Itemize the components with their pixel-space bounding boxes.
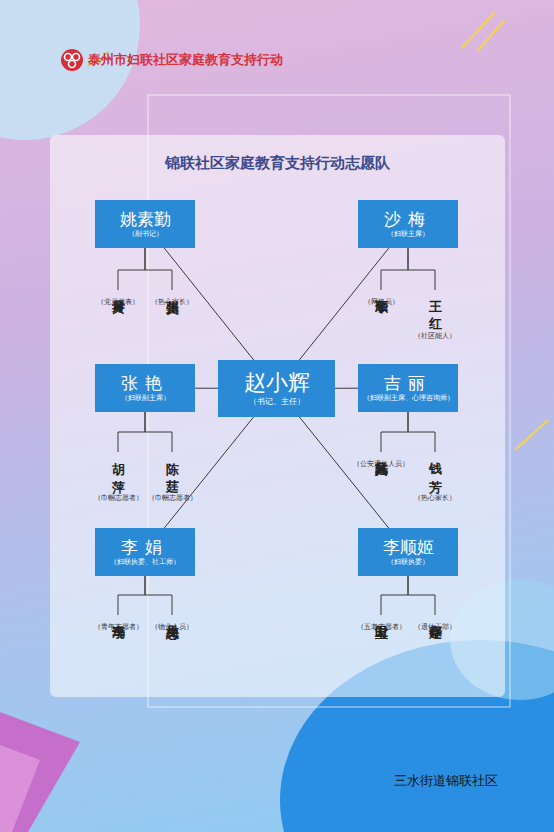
header-text: 泰州市妇联社区家庭教育支持行动: [88, 51, 283, 69]
logo: [69, 61, 76, 68]
role-text: （热心家长）: [414, 494, 456, 503]
member-node: 陈莛 （巾帼志愿者）: [140, 452, 204, 503]
connector-line: [145, 576, 172, 615]
footer-text: 三水街道锦联社区: [394, 772, 498, 790]
role-text: （巾帼志愿者）: [94, 494, 143, 503]
connector-line: [164, 417, 253, 528]
person-name: 钱芳: [428, 452, 442, 486]
corner-triangle: [0, 712, 80, 832]
member-node: 胡萍 （巾帼志愿者）: [86, 452, 150, 503]
role-text: （党员代表）: [97, 298, 139, 307]
connector-line: [408, 248, 435, 290]
person-name: 张艳: [121, 373, 169, 393]
connector-line: [381, 412, 408, 452]
panel: [50, 135, 505, 697]
person-name: 姚素勤: [120, 209, 171, 229]
role-text: （物业人员）: [151, 623, 193, 632]
person-name: 赵小辉: [244, 370, 310, 396]
member-node: 吴忠梅（物业人员）: [140, 615, 204, 632]
connector-line: [195, 388, 218, 389]
leader-box: 沙梅（妇联主席）: [358, 200, 458, 248]
role-text: （副书记）: [128, 229, 163, 239]
leader-box: 李顺姬（妇联执委）: [358, 528, 458, 576]
role-text: （热心家长）: [151, 298, 193, 307]
member-node: 丁顺华（网格员）: [349, 290, 413, 307]
accent-stroke: [462, 12, 495, 48]
role-text: （妇联副主席、心理咨询师）: [363, 393, 454, 403]
role-text: （妇联执委、社工师）: [110, 557, 180, 567]
person-name: 胡萍: [111, 452, 125, 486]
member-node: 王红 （社区能人）: [403, 290, 467, 341]
connector-line: [408, 412, 435, 452]
leader-box: 李娟（妇联执委、社工师）: [95, 528, 195, 576]
role-text: （网格员）: [364, 298, 399, 307]
corner-triangle: [0, 745, 40, 832]
connector-line: [145, 412, 172, 452]
role-text: （青年志愿者）: [94, 623, 143, 632]
connector-line: [118, 412, 145, 452]
member-node: 钱芳 （热心家长）: [403, 452, 467, 503]
role-text: （巾帼志愿者）: [148, 494, 197, 503]
accent-stroke: [478, 20, 505, 50]
logo: [61, 49, 83, 71]
role-text: （五老志愿者）: [357, 623, 406, 632]
role-text: （公安退休人员）: [353, 460, 409, 469]
connector-line: [381, 248, 408, 290]
member-node: 卫时宝（五老志愿者）: [349, 615, 413, 632]
person-name: 李娟: [121, 537, 169, 557]
center-box: 赵小辉（书记、主任）: [218, 360, 335, 417]
person-name: 李顺姬: [383, 537, 434, 557]
leader-box: 张艳（妇联副主席）: [95, 364, 195, 412]
logo: [65, 54, 72, 61]
connector-line: [299, 417, 388, 528]
person-name: 陈莛: [165, 452, 179, 486]
connector-line: [335, 388, 358, 389]
accent-stroke: [515, 420, 548, 450]
member-node: 冯李奇（青年志愿者）: [86, 615, 150, 632]
member-node: 赵存华（退休干部）: [403, 615, 467, 632]
connector-line: [145, 248, 172, 290]
connector-line: [118, 248, 145, 290]
corner-circle: [0, 0, 140, 140]
person-name: 王红: [428, 290, 442, 324]
person-name: 吉丽: [384, 373, 432, 393]
role-text: （社区能人）: [414, 332, 456, 341]
connector-line: [381, 576, 408, 615]
role-text: （妇联副主席）: [121, 393, 170, 403]
person-name: 沙梅: [384, 209, 432, 229]
role-text: （书记、主任）: [249, 396, 305, 407]
leader-box: 姚素勤（副书记）: [95, 200, 195, 248]
logo: [73, 54, 80, 61]
member-node: 黄月琴（党员代表）: [86, 290, 150, 307]
member-node: 张美川（热心家长）: [140, 290, 204, 307]
leader-box: 吉丽（妇联副主席、心理咨询师）: [358, 364, 458, 412]
diagram-title: 锦联社区家庭教育支持行动志愿队: [50, 154, 505, 173]
role-text: （退休干部）: [414, 623, 456, 632]
member-node: 陆其凤（公安退休人员）: [349, 452, 413, 469]
connector-line: [408, 576, 435, 615]
role-text: （妇联执委）: [387, 557, 429, 567]
role-text: （妇联主席）: [387, 229, 429, 239]
connector-line: [118, 576, 145, 615]
